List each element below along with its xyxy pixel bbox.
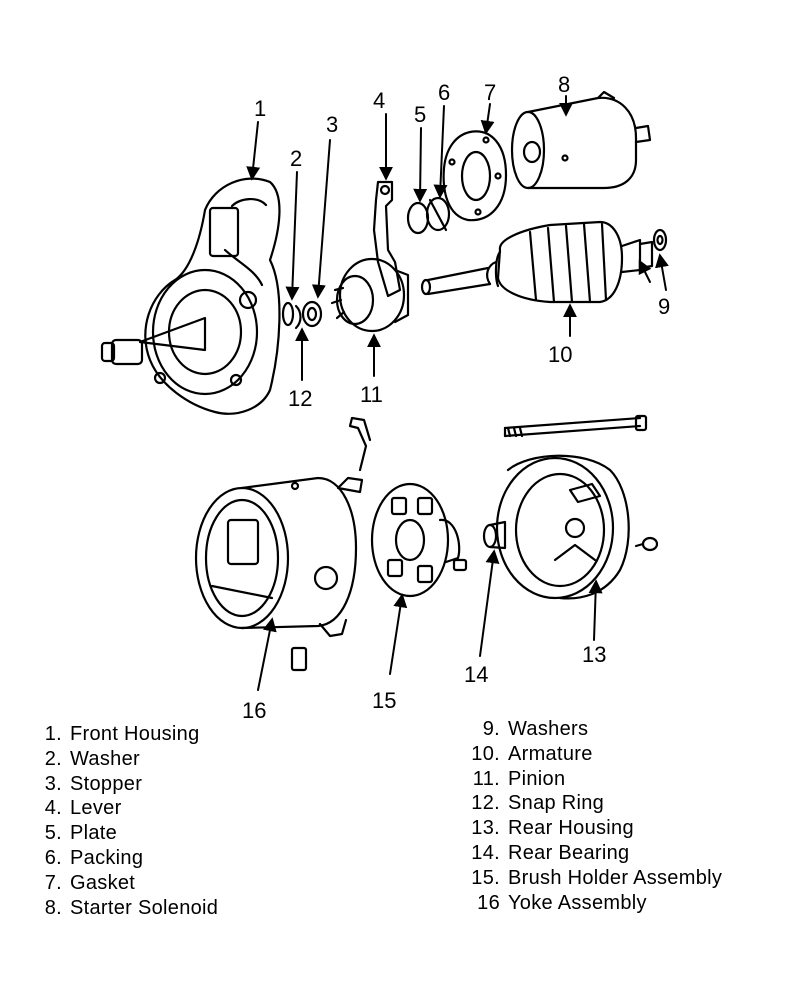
leader-lines xyxy=(246,95,669,691)
stopper-part xyxy=(301,300,323,328)
legend-item: 3.Stopper xyxy=(44,772,143,795)
callout-1: 1 xyxy=(254,96,266,121)
legend-item: 11.Pinion xyxy=(472,767,566,790)
legend-item: 1.Front Housing xyxy=(44,723,200,745)
rear-bearing-part xyxy=(482,520,507,550)
callout-2: 2 xyxy=(290,146,302,171)
plate-part xyxy=(406,201,430,235)
legend-item: 6.Packing xyxy=(44,846,144,869)
pinion-part xyxy=(330,257,410,333)
washers-part xyxy=(652,228,668,252)
gasket-part xyxy=(442,130,508,222)
legend-item: 14.Rear Bearing xyxy=(471,841,630,864)
snap-ring-part xyxy=(294,304,302,330)
legend-item: 2.Washer xyxy=(44,747,140,770)
legend-item: 4.Lever xyxy=(44,797,122,820)
parts-legend-left: 1.Front Housing 2.Washer 3.Stopper 4.Lev… xyxy=(40,722,218,920)
callout-16: 16 xyxy=(242,698,266,720)
callout-10: 10 xyxy=(548,342,572,367)
callout-4: 4 xyxy=(373,88,385,113)
legend-item: 13.Rear Housing xyxy=(471,817,634,840)
legend-item: 12.Snap Ring xyxy=(471,792,605,815)
legend-item: 15.Brush Holder Assembly xyxy=(471,866,723,889)
front-housing-part xyxy=(100,177,281,415)
parts-legend-right: 9.Washers 10.Armature 11.Pinion 12.Snap … xyxy=(470,717,722,915)
armature-part xyxy=(420,220,654,304)
brush-holder-part xyxy=(370,482,468,598)
legend-item: 9.Washers xyxy=(482,718,589,740)
legend-item: 7.Gasket xyxy=(44,871,136,894)
washer-part xyxy=(281,301,295,327)
starter-solenoid-part xyxy=(510,90,652,190)
callout-13: 13 xyxy=(582,642,606,667)
callout-14: 14 xyxy=(464,662,488,687)
callout-3: 3 xyxy=(326,112,338,137)
yoke-assembly-part xyxy=(194,416,372,672)
legend-item: 10.Armature xyxy=(471,742,593,765)
lever-part xyxy=(372,180,402,298)
through-bolt-part xyxy=(503,414,648,438)
starter-exploded-diagram: 1 2 3 4 5 6 7 8 9 10 11 12 13 14 15 16 xyxy=(100,72,670,720)
callout-8: 8 xyxy=(558,72,570,97)
legend-item: 5.Plate xyxy=(44,822,118,845)
callout-6: 6 xyxy=(438,80,450,105)
rear-housing-part xyxy=(495,454,630,600)
callout-labels: 1 2 3 4 5 6 7 8 9 10 11 12 13 14 15 16 xyxy=(242,72,670,720)
callout-5: 5 xyxy=(414,102,426,127)
screw-part xyxy=(634,536,659,552)
callout-9: 9 xyxy=(658,294,670,319)
callout-7: 7 xyxy=(484,80,496,105)
packing-part xyxy=(425,196,451,232)
callout-12: 12 xyxy=(288,386,312,411)
callout-15: 15 xyxy=(372,688,396,713)
callout-11: 11 xyxy=(360,382,383,407)
legend-item: 8.Starter Solenoid xyxy=(44,896,219,919)
